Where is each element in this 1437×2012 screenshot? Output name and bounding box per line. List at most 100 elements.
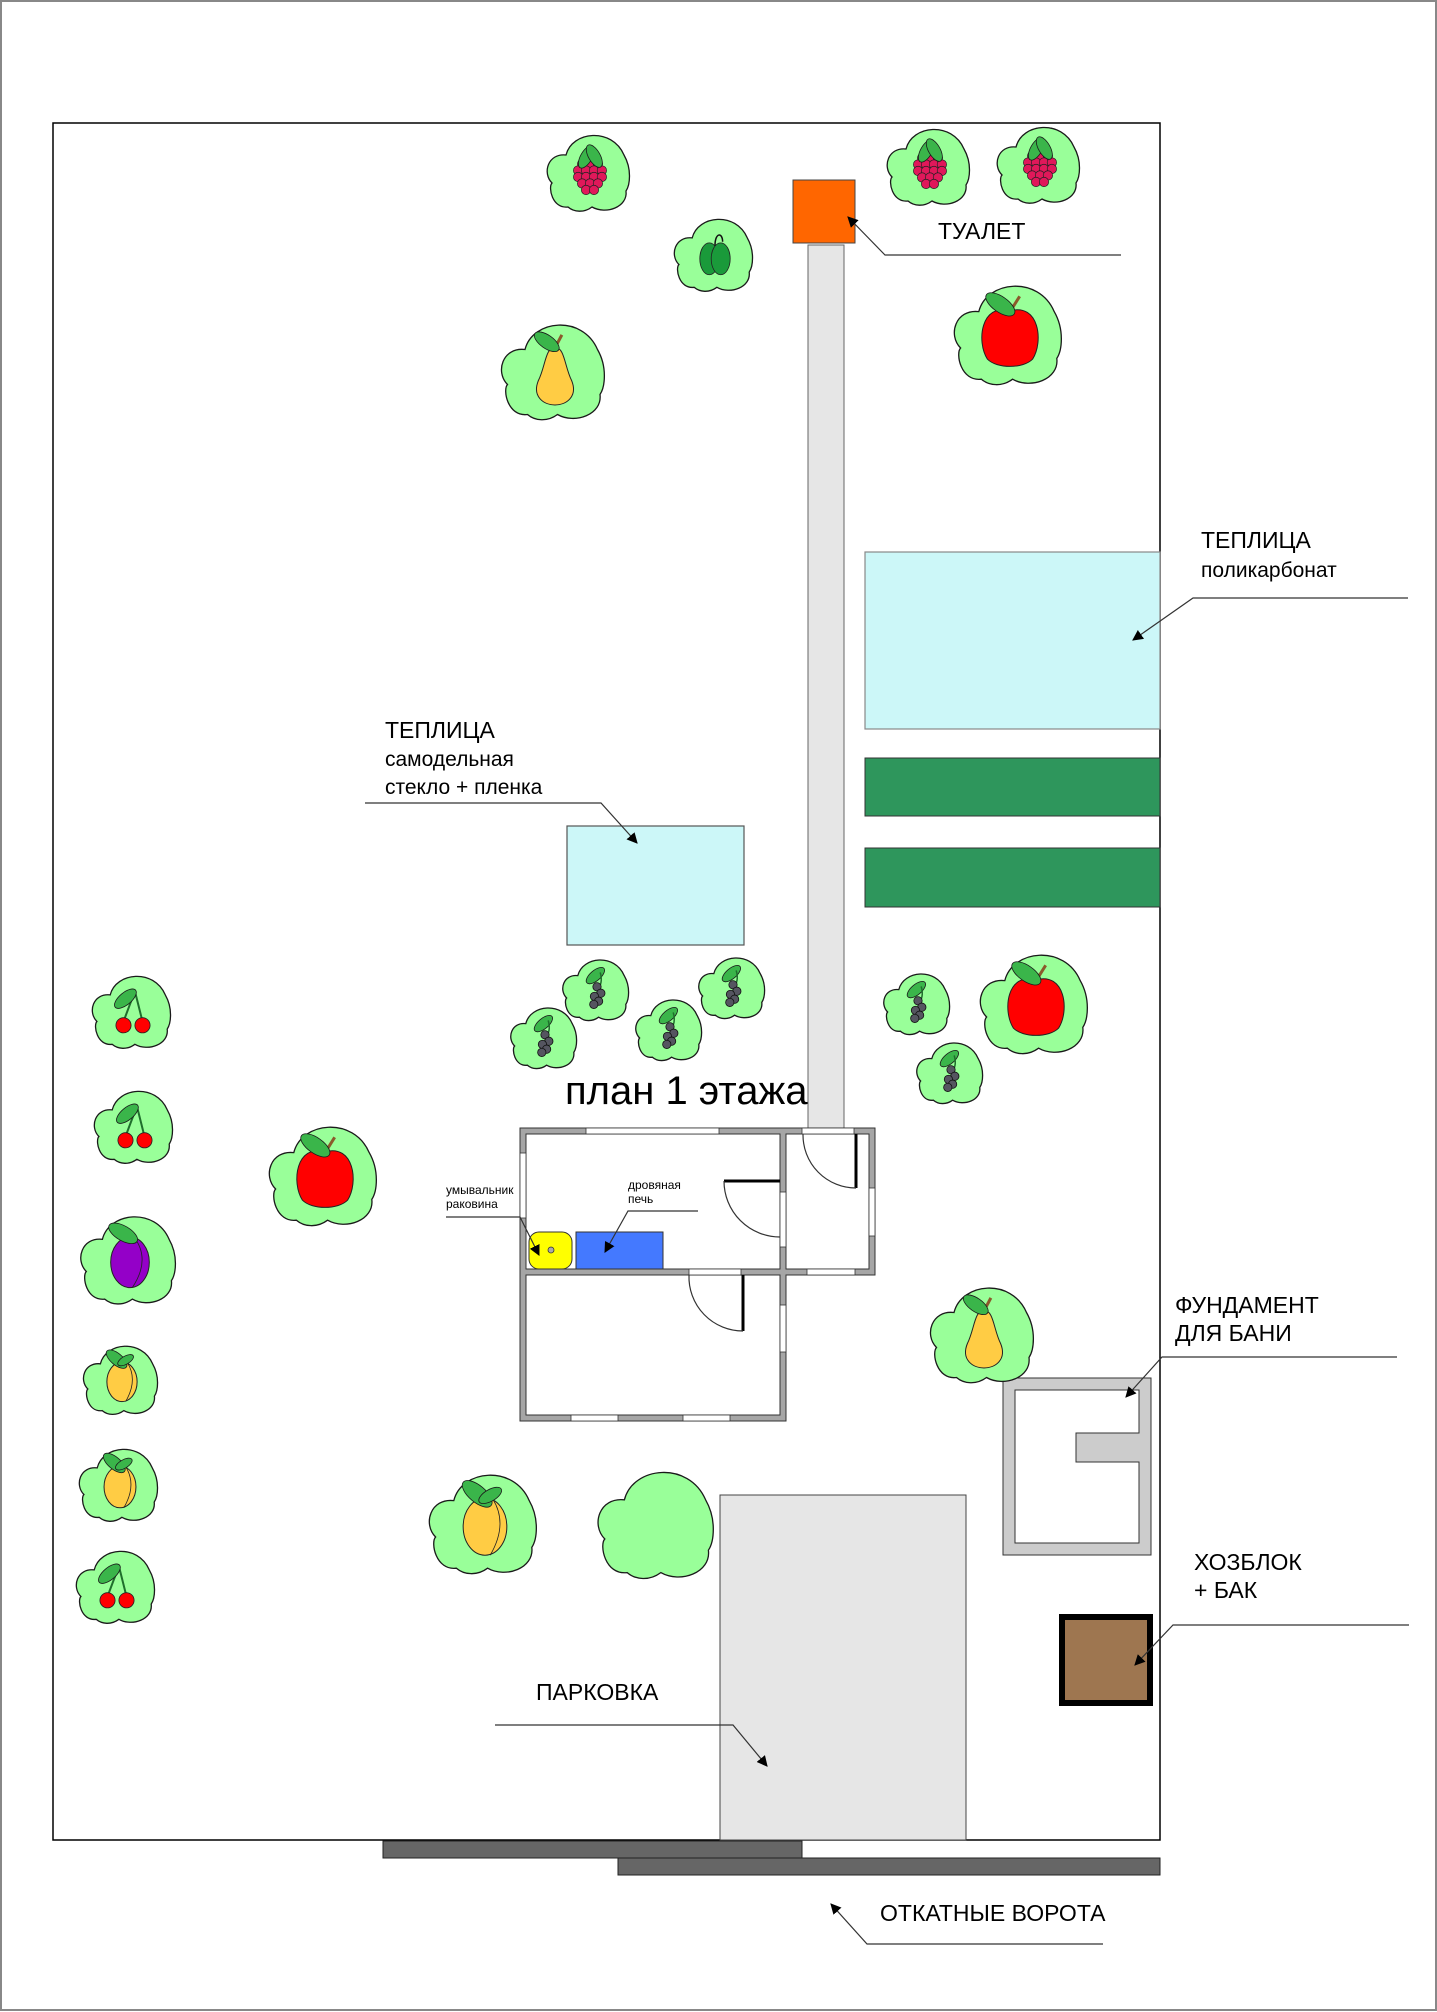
pear-icon [965,1309,1003,1369]
leaf-icon [658,1007,678,1025]
feijoa-icon [710,242,731,276]
door-swing [688,1274,744,1332]
plant-raspberry[interactable] [886,128,971,206]
bush-icon [597,1471,714,1580]
apple-icon [1007,978,1065,1036]
leaf-icon [585,144,603,168]
plant-currant[interactable] [635,999,703,1062]
plant-pear[interactable] [929,1287,1035,1384]
leaf-icon [533,1015,553,1033]
wood-stove[interactable] [575,1231,664,1270]
apple-icon [296,1150,354,1208]
leaf-icon [98,1563,121,1584]
stove-leader-line [604,1210,698,1253]
greenhouse-home-title: ТЕПЛИЦА [385,717,496,743]
leaf-icon [925,138,943,162]
pear-icon [536,346,574,406]
bath-foundation[interactable] [1002,1377,1152,1556]
plant-apricot[interactable] [82,1345,159,1416]
greenhouse-polycarbonate[interactable] [864,551,1161,730]
sliding-gate-rail [617,1857,1161,1876]
plant-cherry[interactable] [91,975,172,1049]
sink-label-2: раковина [446,1197,498,1211]
plant-cherry[interactable] [93,1090,174,1164]
leaf-icon [114,988,137,1009]
greenhouse-home-subtitle-2: стекло + пленка [385,776,543,799]
plant-empty[interactable] [597,1471,714,1580]
stove-label-2: печь [628,1192,653,1206]
utility-shed[interactable] [1059,1614,1153,1706]
garden-bed[interactable] [864,847,1161,908]
plant-currant[interactable] [916,1042,984,1105]
cherry-icon [117,1132,134,1149]
cherry-icon [115,1017,132,1034]
leaf-icon [962,1294,989,1316]
plant-apricot[interactable] [428,1474,537,1575]
currant-berry-icon [910,1013,920,1023]
plant-currant[interactable] [883,973,951,1036]
garden-bed[interactable] [864,757,1161,817]
window [570,1414,619,1422]
apricot-crease [489,1498,501,1556]
leaf-icon [1035,136,1053,160]
raspberry-drupelet-icon [928,178,939,189]
room-main[interactable] [525,1274,781,1416]
greenhouse-poly-title: ТЕПЛИЦА [1201,527,1312,553]
cherry-icon [99,1592,116,1609]
plant-plum[interactable] [80,1216,177,1305]
plant-apple[interactable] [979,954,1088,1055]
doorway [779,1191,787,1248]
plant-apricot[interactable] [78,1448,159,1522]
plant-raspberry[interactable] [546,134,631,212]
greenhouse-home-leader-line [365,802,638,844]
shed-label-1: ХОЗБЛОК [1194,1549,1302,1575]
gate-label: ОТКАТНЫЕ ВОРОТА [880,1900,1106,1926]
plant-currant[interactable] [510,1007,578,1070]
plant-cherry[interactable] [75,1550,156,1624]
currant-berry-icon [943,1082,953,1092]
plant-feijoa[interactable] [673,218,754,292]
plants-layer [75,126,1088,1624]
bath-label-2: ДЛЯ БАНИ [1175,1320,1292,1346]
stove-label-1: дровяная [628,1178,681,1192]
plant-currant[interactable] [562,959,630,1022]
window [868,1187,876,1237]
plant-currant[interactable] [698,957,766,1020]
sliding-gate-leaf[interactable] [382,1840,803,1859]
plant-raspberry[interactable] [996,126,1081,204]
cherry-icon [136,1132,153,1149]
bush-icon [75,1550,156,1624]
parking-leader-line [495,1724,768,1767]
toilet-leader-line [847,216,1121,256]
currant-berry-icon [662,1039,672,1049]
door-swing [723,1180,781,1238]
bush-icon [93,1090,174,1164]
leaf-icon [478,1486,503,1504]
greenhouse-homemade[interactable] [566,825,745,946]
door-swing [802,1133,857,1189]
apricot-crease [123,1466,132,1509]
leaf-icon [1011,961,1042,986]
plant-apple[interactable] [268,1126,377,1227]
doorway [688,1268,742,1276]
cherry-icon [134,1017,151,1034]
shed-label-2: + БАК [1194,1577,1258,1603]
greenhouse-poly-leader-line [1132,597,1408,641]
toilet-building[interactable] [792,179,856,244]
leaf-icon [985,292,1016,317]
leaf-icon [108,1222,138,1244]
plant-apple[interactable] [953,285,1062,386]
leaf-icon [115,1457,133,1471]
window [806,1268,856,1276]
plan-title: план 1 этажа [565,1069,808,1113]
leaf-icon [939,1050,959,1068]
apricot-crease [125,1362,133,1402]
parking-area[interactable] [719,1494,967,1841]
sink-leader-line [446,1216,540,1256]
leaf-icon [117,1354,134,1367]
window [779,1304,787,1353]
raspberry-drupelet-icon [1038,176,1049,187]
plum-icon [110,1236,150,1289]
plant-pear[interactable] [500,324,606,421]
